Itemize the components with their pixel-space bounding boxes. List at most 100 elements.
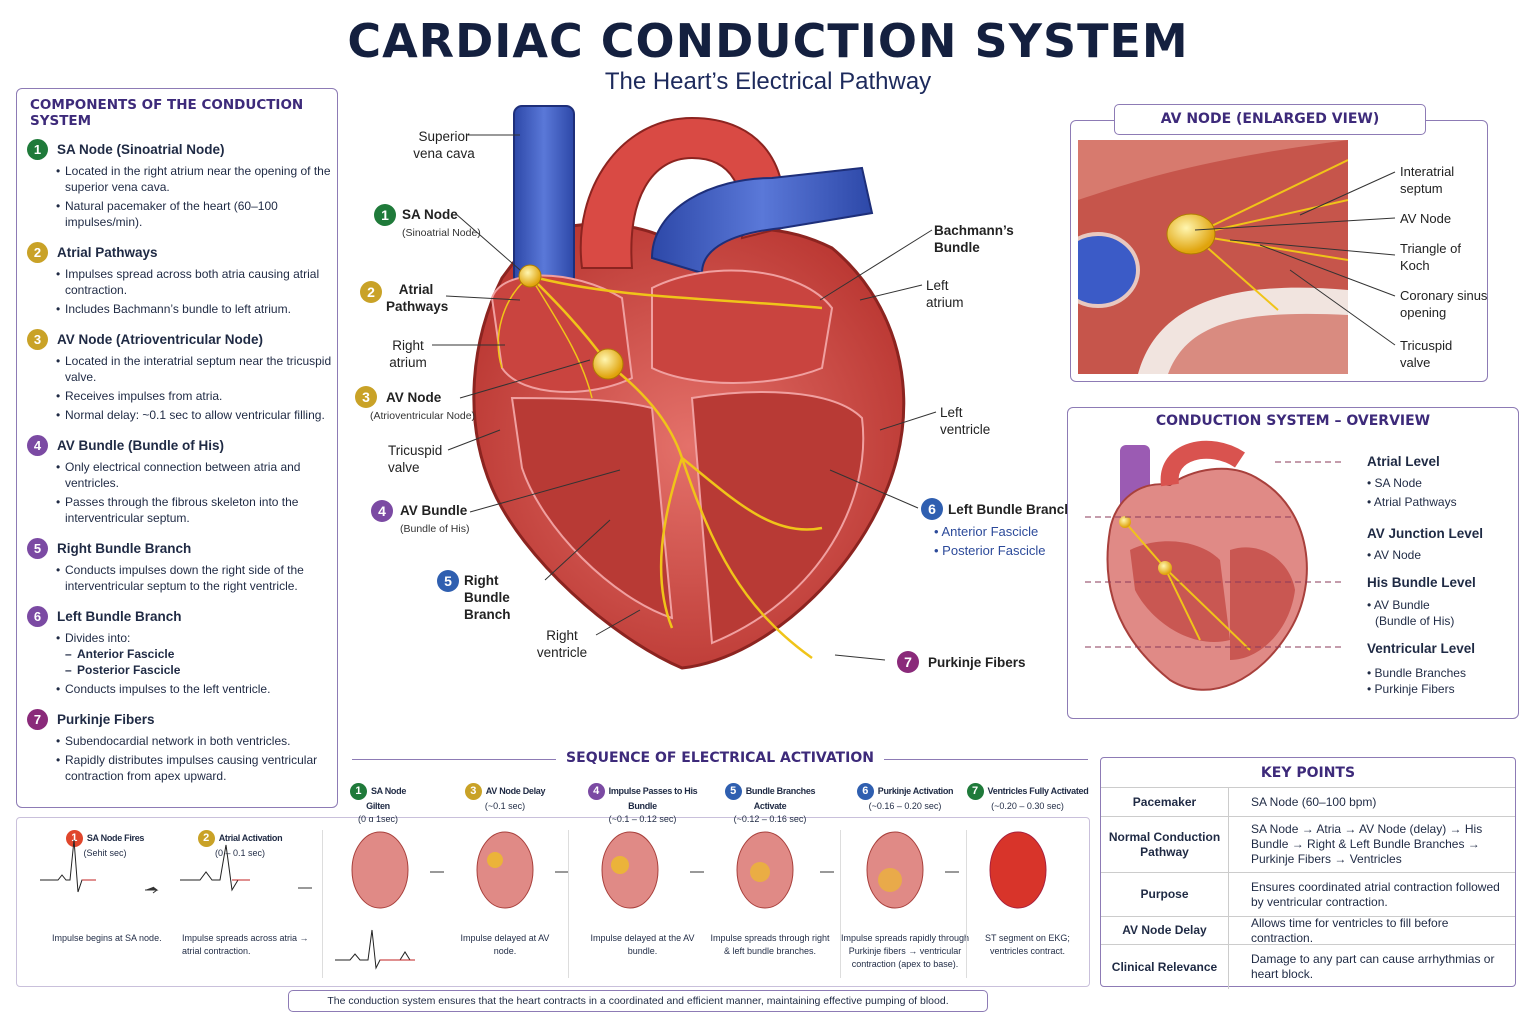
component-name: Right Bundle Branch (57, 541, 192, 556)
label-purkinje-fibers-text: Purkinje Fibers (928, 655, 1026, 670)
component-bullet: Receives impulses from atria. (56, 388, 337, 404)
component-sub-bullet: Posterior Fascicle (65, 662, 337, 678)
sequence-step-caption: Impulse begins at SA node. (52, 933, 162, 943)
label-purkinje-fibers: Purkinje Fibers (928, 654, 1026, 671)
sequence-step-title: Atrial Activation (218, 832, 283, 843)
label-left-ventricle: Left ventricle (940, 405, 991, 437)
component-bullet: Located in the interatrial septum near t… (56, 353, 337, 385)
component-bullet: Conducts impulses to the left ventricle. (56, 681, 337, 697)
key-points-label: Pacemaker (1101, 788, 1229, 816)
component-bullet: Normal delay: ~0.1 sec to allow ventricu… (56, 407, 337, 423)
key-points-value: SA Node (60–100 bpm) (1251, 794, 1377, 809)
overview-level-item: • SA Node (1367, 476, 1422, 490)
sequence-step-caption: Impulse delayed at AV node. (460, 933, 550, 956)
sequence-step-caption: Impulse spreads across atria → atrial co… (182, 933, 309, 956)
sequence-graphics (40, 831, 1047, 970)
badge-3: 3 (355, 386, 377, 408)
key-points-label: Clinical Relevance (1101, 945, 1229, 989)
component-bullets: Located in the right atrium near the ope… (56, 163, 337, 230)
sequence-heading-text: SEQUENCE OF ELECTRICAL ACTIVATION (556, 750, 884, 766)
sequence-step-title: AV Node Delay (485, 785, 546, 796)
overview-heading: CONDUCTION SYSTEM – OVERVIEW (1155, 413, 1431, 429)
sequence-step-number: 1 (349, 783, 367, 800)
av-node-marker (592, 348, 624, 380)
component-number-badge: 1 (27, 139, 48, 160)
sequence-step-number: 3 (464, 783, 482, 800)
av-node-illustration (1078, 140, 1348, 374)
key-points-label: Normal Conduction Pathway (1101, 817, 1229, 872)
badge-7: 7 (897, 651, 919, 673)
component-item: 3 AV Node (Atrioventricular Node) Located … (27, 329, 337, 423)
component-name: Purkinje Fibers (57, 712, 155, 727)
key-points-value: Allows time for ventricles to fill befor… (1251, 915, 1449, 945)
av-view-label: AV Node (1400, 211, 1452, 226)
overview-level-title: Ventricular Level (1367, 641, 1476, 656)
key-points-row: Clinical Relevance Damage to any part can… (1101, 945, 1515, 989)
label-bachmanns-bundle-text: Bachmann’s Bundle (934, 223, 1014, 255)
badge-4: 4 (371, 500, 393, 522)
overview-level-lines (1085, 461, 1342, 648)
component-bullet: Natural pacemaker of the heart (60–100 i… (56, 198, 337, 230)
av-view-label: Coronary sinus opening (1400, 288, 1488, 320)
label-av-bundle-sub: (Bundle of His) (400, 523, 470, 535)
overview-level-title: Atrial Level (1367, 454, 1440, 469)
component-name: Atrial Pathways (57, 245, 158, 260)
label-right-atrium: Right atrium (389, 338, 427, 370)
sequence-step-number: 6 (856, 783, 874, 800)
label-left-bundle-branch: Left Bundle Branch (948, 501, 1073, 518)
sequence-step-number: 5 (724, 783, 742, 800)
sequence-heading: SEQUENCE OF ELECTRICAL ACTIVATION (350, 750, 1090, 766)
component-number-badge: 6 (27, 606, 48, 627)
sequence-step-caption: Impulse delayed at the AV bundle. (590, 933, 695, 956)
key-points-value: Ensures coordinated atrial contraction f… (1251, 879, 1500, 909)
key-points-value: Damage to any part can cause arrhythmias… (1251, 952, 1495, 981)
component-bullet: Passes through the fibrous skeleton into… (56, 494, 337, 526)
component-bullet: Conducts impulses down the right side of… (56, 562, 337, 594)
component-item: 2 Atrial PathwaysImpulses spread across b… (27, 242, 337, 317)
left-ventricle (690, 391, 865, 645)
overview-level-item-text: Bundle Branches (1374, 666, 1466, 680)
label-left-atrium: Left atrium (926, 278, 964, 310)
overview-level-item-text: AV Bundle (1373, 598, 1430, 612)
component-bullets: Only electrical connection between atria… (56, 459, 337, 526)
component-name: AV Node (Atrioventricular Node) (57, 332, 264, 347)
key-points-rows: Pacemaker SA Node (60–100 bpm) Normal Cond… (1101, 788, 1515, 989)
component-bullet: Rapidly distributes impulses causing ven… (56, 752, 337, 784)
component-bullet: Impulses spread across both atria causin… (56, 266, 337, 298)
component-number-badge: 2 (27, 242, 48, 263)
sequence-step-title: Ventricles Fully Activated (987, 785, 1089, 796)
overview-level-item-text: Atrial Pathways (1373, 495, 1457, 509)
badge-6: 6 (921, 498, 943, 520)
label-atrial-pathways-text: Atrial Pathways (386, 282, 449, 314)
key-points-row: AV Node Delay Allows time for ventricles … (1101, 915, 1515, 945)
av-view-label: Triangle of Koch (1400, 241, 1461, 273)
component-item: 1SA Node (Sinoatrial Node)Located in the… (27, 139, 337, 230)
sequence-step-number: 1 (65, 830, 83, 847)
overview-level-item: • Atrial Pathways (1367, 495, 1457, 509)
label-anterior-fascicle: • Anterior Fascicle (934, 524, 1039, 539)
component-number-badge: 5 (27, 538, 48, 559)
label-anterior-fascicle-text: Anterior Fascicle (941, 524, 1039, 539)
page-subtitle: The Heart’s Electrical Pathway (604, 68, 932, 95)
label-av-node: AV Node(Atrioventricular Node) (370, 389, 475, 425)
page-title: CARDIAC CONDUCTION SYSTEM (347, 14, 1189, 68)
component-number-badge: 3 (27, 329, 48, 350)
label-sa-node-text: SA Node (402, 207, 458, 222)
sequence-box-left (16, 817, 1090, 987)
component-item: 4AV Bundle (Bundle of His)Only electrica… (27, 435, 337, 526)
label-sa-node: SA Node(Sinoatrial Node) (402, 206, 481, 242)
key-points-label: AV Node Delay (1101, 917, 1229, 944)
component-name: Left Bundle Branch (57, 609, 182, 624)
component-bullets: Subendocardial network in both ventricle… (56, 733, 337, 784)
sequence-separator (840, 830, 841, 978)
overview-level-item: • Purkinje Fibers (1367, 682, 1455, 696)
label-av-bundle: AV Bundle(Bundle of His) (400, 502, 469, 538)
